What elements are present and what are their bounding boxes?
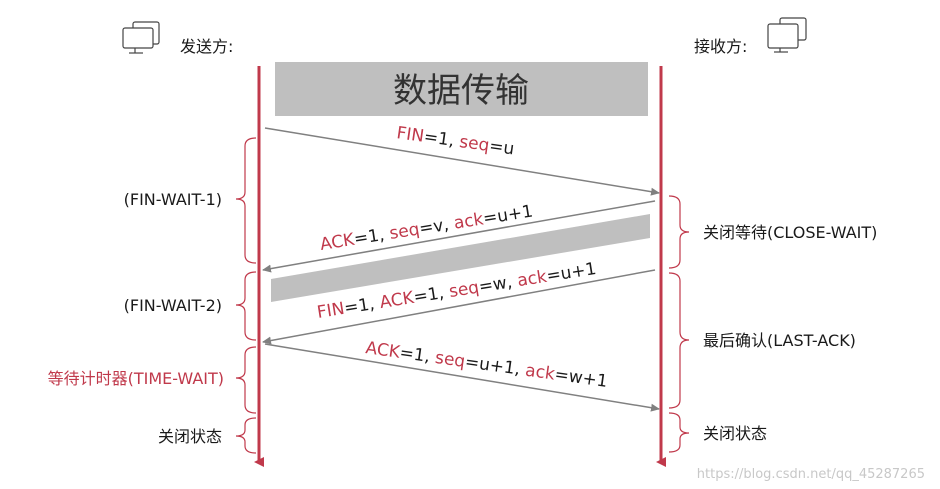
watermark: https://blog.csdn.net/qq_45287265	[697, 467, 925, 482]
computer-icon	[767, 17, 807, 53]
msg-part: ACK	[364, 338, 402, 363]
msg-part: seq	[388, 219, 421, 243]
msg-part: =1,	[398, 343, 436, 368]
receiver-label: 接收方:	[694, 37, 747, 56]
brace-time-wait	[235, 346, 257, 414]
state-time-wait: 等待计时器(TIME-WAIT)	[48, 369, 224, 388]
msg-fin-ack: FIN=1, ACK=1, seq=w, ack=u+1	[316, 259, 598, 323]
sender-label: 发送方:	[180, 37, 233, 56]
fin-ack-arrow	[262, 269, 656, 345]
brace-fin-wait-2	[235, 271, 257, 341]
state-last-ack: 最后确认(LAST-ACK)	[703, 331, 856, 350]
msg-part: =u+1,	[464, 352, 527, 380]
state-fin-wait-2: (FIN-WAIT-2)	[124, 296, 222, 315]
msg-part: ack	[524, 361, 556, 385]
right-braces	[668, 195, 690, 453]
brace-last-ack	[668, 272, 690, 409]
msg-part: =1,	[412, 282, 451, 307]
msg-part: =u+1	[482, 202, 535, 230]
final-ack-arrow	[264, 343, 660, 412]
state-fin-wait-1: (FIN-WAIT-1)	[124, 190, 222, 209]
msg-part: ack	[452, 209, 485, 233]
state-closed-right: 关闭状态	[703, 424, 767, 443]
receiver-header: 接收方:	[694, 17, 807, 56]
msg-part: ACK	[378, 288, 416, 313]
left-braces	[235, 137, 257, 454]
msg-part: seq	[434, 348, 467, 372]
msg-part: =w,	[477, 271, 519, 297]
msg-part: ack	[516, 267, 549, 291]
msg-part: seq	[448, 278, 481, 302]
brace-close-wait	[668, 195, 690, 269]
fin-arrow	[264, 127, 660, 196]
sender-header: 发送方:	[122, 21, 233, 56]
msg-ack: ACK=1, seq=v, ack=u+1	[319, 202, 535, 255]
computer-icon	[122, 21, 160, 54]
msg-part: =w+1	[553, 365, 608, 392]
msg-final-ack: ACK=1, seq=u+1, ack=w+1	[364, 338, 608, 392]
msg-part: =u	[488, 136, 516, 159]
msg-part: FIN	[316, 299, 346, 323]
brace-closed-right	[668, 412, 690, 453]
msg-part: ACK	[319, 230, 357, 255]
data-transfer-band	[271, 214, 650, 302]
data-transfer-label: 数据传输	[393, 71, 529, 111]
msg-part: =1,	[353, 224, 392, 249]
msg-part: seq	[458, 132, 491, 156]
state-close-wait: 关闭等待(CLOSE-WAIT)	[703, 223, 877, 242]
msg-part: FIN	[395, 123, 425, 147]
state-closed-left: 关闭状态	[158, 427, 222, 446]
msg-part: =v,	[418, 214, 456, 239]
msg-part: =1,	[343, 293, 382, 318]
msg-part: =1,	[423, 127, 461, 152]
msg-fin: FIN=1, seq=u	[395, 123, 515, 159]
brace-fin-wait-1	[235, 137, 257, 264]
data-transfer-bar: 数据传输	[275, 62, 648, 116]
brace-closed-left	[235, 417, 257, 454]
ack-arrow	[262, 200, 656, 273]
